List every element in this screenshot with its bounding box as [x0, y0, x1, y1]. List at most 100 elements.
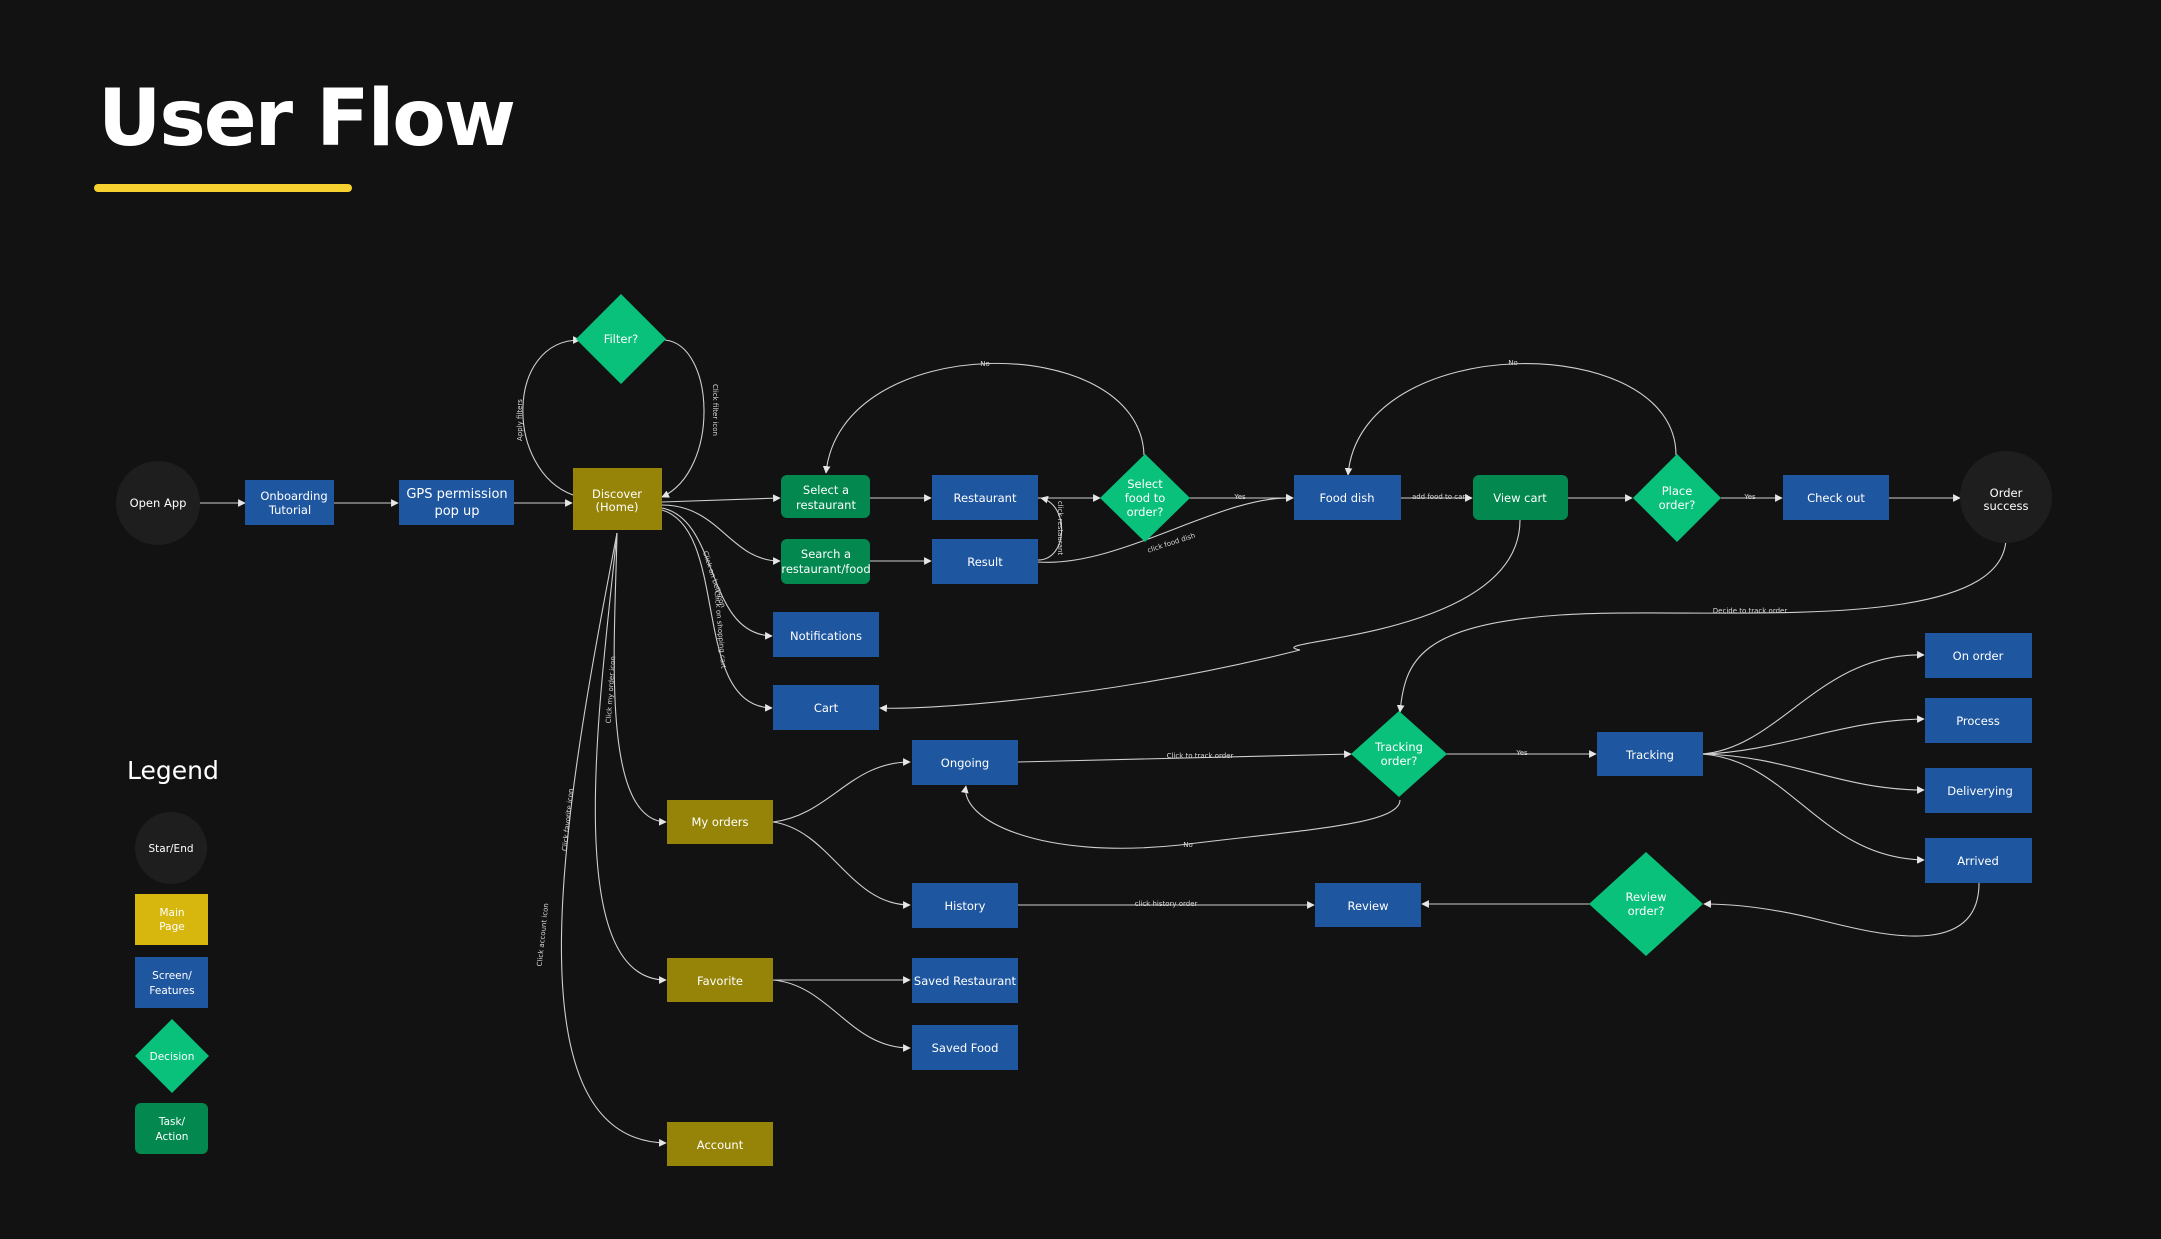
node-result: Result: [932, 539, 1038, 584]
node-tracking-order-label-2: order?: [1381, 754, 1418, 768]
node-search-label-2: restaurant/food: [781, 562, 870, 576]
legend-screen-label-1: Screen/: [152, 970, 192, 982]
node-saved-food: Saved Food: [912, 1025, 1018, 1070]
nodes: Open App Onboarding Tutorial GPS permiss…: [116, 294, 2052, 1166]
node-ongoing-label: Ongoing: [941, 756, 989, 770]
edge-discover-notifications: [661, 507, 773, 640]
edge-tracking-delivering: [1701, 753, 1925, 794]
label-click-fav: Click favorite icon: [561, 788, 576, 851]
node-favorite: Favorite: [667, 958, 773, 1002]
node-onboarding-label-1: Onboarding: [260, 489, 327, 503]
node-search-label-1: Search a: [801, 547, 851, 561]
edge-result-fooddish: [1037, 493, 1294, 563]
edge-discover-myorders: [613, 532, 667, 826]
node-ongoing: Ongoing: [912, 740, 1018, 785]
label-yes-select-food: Yes: [1233, 493, 1246, 501]
node-place-order: Place order?: [1633, 454, 1721, 542]
node-cart: Cart: [773, 685, 879, 730]
node-review-order-label-2: order?: [1628, 904, 1665, 918]
legend-screen-label-2: Features: [149, 985, 194, 997]
node-open-app-label: Open App: [130, 496, 187, 510]
title-underline: [94, 184, 352, 192]
label-decide-track: Decide to track order: [1713, 607, 1788, 615]
node-select-food-label-2: food to: [1125, 491, 1166, 505]
node-select-food-label-3: order?: [1127, 505, 1164, 519]
edge-discover-filter: [522, 336, 581, 496]
node-filter: Filter?: [576, 294, 666, 384]
edge-discover-favorite: [594, 532, 667, 984]
node-arrived-label: Arrived: [1957, 854, 1999, 868]
node-review-order: Review order?: [1589, 852, 1703, 956]
node-food-dish: Food dish: [1294, 475, 1401, 520]
legend-start-end: Star/End: [135, 812, 207, 884]
node-gps: GPS permission pop up: [399, 480, 514, 525]
node-account: Account: [667, 1122, 773, 1166]
edge-discover-cart: [661, 509, 773, 712]
legend-main-page-label-1: Main: [159, 907, 184, 919]
label-click-filter: Click filter icon: [711, 384, 719, 436]
node-select-restaurant: Select a restaurant: [781, 475, 870, 518]
node-review: Review: [1315, 883, 1421, 927]
node-gps-label-1: GPS permission: [406, 487, 507, 502]
label-add-food: add food to cart: [1412, 493, 1468, 501]
node-tracking-order-label-1: Tracking: [1374, 740, 1423, 754]
node-history: History: [912, 883, 1018, 928]
node-view-cart-label: View cart: [1493, 491, 1547, 505]
legend-task: Task/ Action: [135, 1103, 208, 1154]
node-order-success-label-2: success: [1984, 499, 2029, 513]
node-saved-restaurant-label: Saved Restaurant: [914, 974, 1017, 988]
legend: Star/End Main Page Screen/ Features Deci…: [135, 812, 209, 1154]
node-on-order-label: On order: [1953, 649, 2004, 663]
node-order-success-label-1: Order: [1990, 486, 2023, 500]
node-onboarding-label-2: Tutorial: [268, 503, 311, 517]
node-review-label: Review: [1347, 899, 1388, 913]
label-click-restaurant: click restaurant: [1056, 501, 1064, 556]
node-arrived: Arrived: [1925, 838, 2032, 883]
node-tracking-label: Tracking: [1625, 748, 1674, 762]
edge-discover-select-restaurant: [661, 494, 781, 503]
node-place-order-label-2: order?: [1659, 498, 1696, 512]
node-notifications-label: Notifications: [790, 629, 862, 643]
node-select-food: Select food to order?: [1100, 454, 1190, 542]
edge-arrived-reviewq: [1703, 881, 1980, 937]
edge-trackorder-no: [961, 785, 1401, 849]
node-gps-label-2: pop up: [434, 504, 479, 519]
node-filter-label: Filter?: [604, 332, 639, 346]
legend-decision-label: Decision: [150, 1051, 195, 1063]
edge-fav-saved-food: [772, 979, 911, 1052]
edge-success-tracking: [1396, 534, 2007, 713]
node-favorite-label: Favorite: [697, 974, 743, 988]
node-tracking: Tracking: [1597, 732, 1703, 776]
label-no-tracking: No: [1183, 841, 1193, 849]
node-food-dish-label: Food dish: [1319, 491, 1374, 505]
edge-tracking-onorder: [1701, 650, 1925, 755]
edge-placeorder-no: [1344, 363, 1677, 476]
legend-title: Legend: [127, 756, 219, 785]
edges: [200, 336, 2007, 1147]
legend-screen: Screen/ Features: [135, 957, 208, 1008]
node-delivering: Deliverying: [1925, 768, 2032, 813]
label-yes-tracking: Yes: [1515, 749, 1528, 757]
node-saved-food-label: Saved Food: [932, 1041, 999, 1055]
node-tracking-order: Tracking order?: [1351, 711, 1447, 797]
label-yes-place-order: Yes: [1743, 493, 1756, 501]
label-click-food-dish: click food dish: [1146, 532, 1196, 555]
legend-task-label-2: Action: [156, 1131, 189, 1143]
page-title: User Flow: [98, 74, 516, 164]
legend-main-page-label-2: Page: [159, 921, 184, 933]
node-review-order-label-1: Review: [1625, 890, 1666, 904]
node-restaurant: Restaurant: [932, 475, 1038, 520]
edge-viewcart-cart: [879, 519, 1521, 713]
edge-ongoing-tracking-order: [1017, 750, 1352, 763]
label-no-place-order: No: [1508, 359, 1518, 367]
edge-discover-account: [560, 532, 667, 1147]
label-apply-filters: Apply filters: [516, 399, 524, 441]
node-discover-label-2: (Home): [596, 500, 639, 514]
node-checkout-label: Check out: [1807, 491, 1865, 505]
legend-start-end-label: Star/End: [148, 843, 193, 855]
node-select-restaurant-label-2: restaurant: [796, 498, 856, 512]
node-notifications: Notifications: [773, 612, 879, 657]
edge-selectfood-no: [822, 362, 1145, 474]
edge-result-restaurant: [1037, 495, 1063, 561]
label-click-history: click history order: [1135, 900, 1198, 908]
